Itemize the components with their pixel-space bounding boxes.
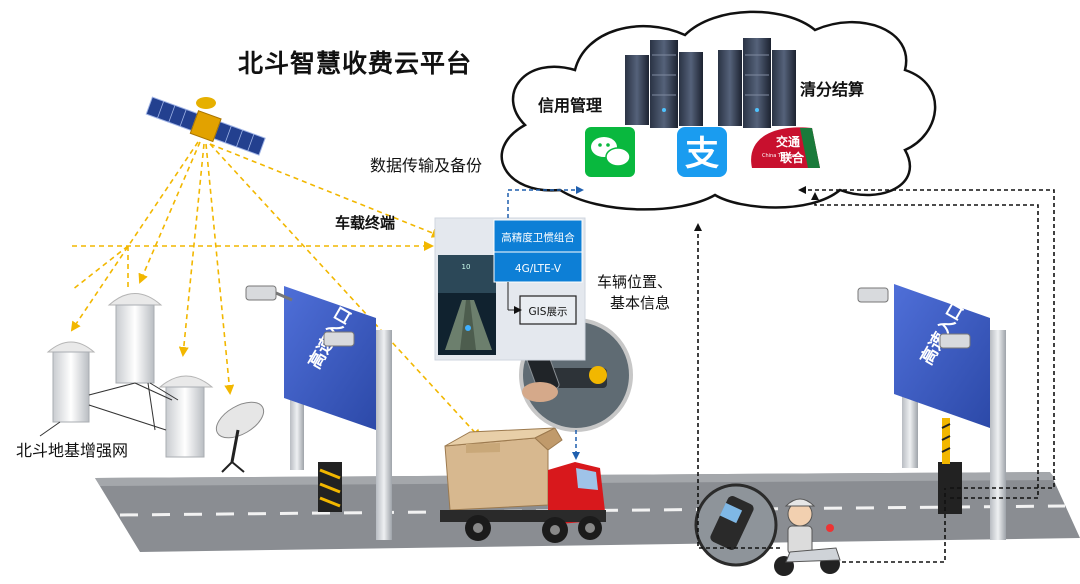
module-gnss-ins: 高精度卫惯组合: [501, 231, 575, 244]
t-union-text-1: 交通: [776, 134, 800, 149]
vehicle-info-line2: 基本信息: [610, 294, 671, 312]
vehicle-terminal-label: 车载终端: [335, 214, 396, 232]
svg-text:10: 10: [462, 263, 471, 271]
entrance-gantry-left: 高速入口: [245, 285, 392, 540]
t-union-text-2: 联合: [780, 150, 805, 165]
camera-icon: [323, 331, 355, 347]
ground-network-label: 北斗地基增强网: [16, 441, 129, 460]
entrance-gantry-right: 高速入口: [857, 284, 1006, 540]
satellite-signals: [70, 141, 482, 440]
page-title: 北斗智慧收费云平台: [238, 49, 473, 78]
data-flow-arrows: [694, 186, 1055, 563]
alipay-icon: 支: [677, 127, 727, 177]
server-rack-icon: [625, 38, 796, 128]
svg-text:支: 支: [685, 134, 719, 174]
terminal-upload-arrow: [507, 186, 584, 218]
satellite-dish-icon: [215, 401, 265, 473]
wechat-icon: [585, 127, 635, 177]
vehicle-info-line1: 车辆位置、: [597, 273, 673, 291]
ground-station-3: [158, 375, 214, 458]
traffic-police: [774, 498, 841, 576]
barrier-right: [938, 418, 962, 514]
barrier-left: [318, 462, 342, 512]
credit-management-label: 信用管理: [538, 96, 603, 115]
camera-icon: [245, 285, 293, 302]
vehicle-terminal-panel: 10 高精度卫惯组合 4G/LTE-V GIS展示: [434, 217, 586, 361]
ground-station-2: [107, 293, 163, 384]
station-links: [39, 382, 179, 437]
clearing-settlement-label: 清分结算: [800, 80, 865, 99]
satellite-icon: [145, 96, 266, 156]
module-4g-ltev: 4G/LTE-V: [515, 263, 562, 275]
camera-icon: [857, 287, 889, 303]
data-transfer-label: 数据传输及备份: [370, 156, 483, 175]
t-union-logo: 交通 联合 China T-union: [751, 127, 820, 168]
t-union-small: China T-union: [762, 153, 796, 159]
truck: [440, 427, 606, 543]
module-gis: GIS展示: [529, 306, 568, 318]
handheld-device-photo: [694, 483, 778, 567]
camera-icon: [939, 333, 971, 349]
ground-station-1: [46, 341, 96, 423]
